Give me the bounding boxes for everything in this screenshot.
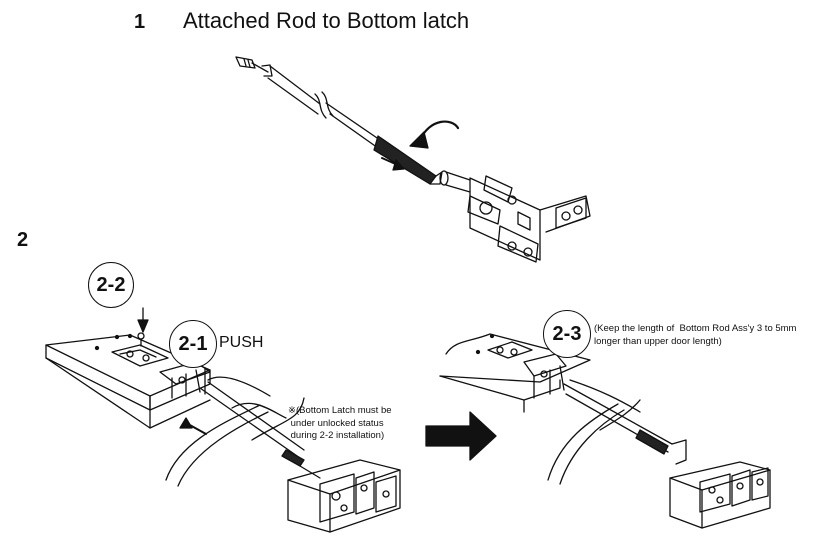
label-2-1: 2-1 xyxy=(169,320,217,368)
label-2-3: 2-3 xyxy=(543,310,591,358)
label-2-2-text: 2-2 xyxy=(96,273,126,296)
step2-right-drawing xyxy=(439,333,771,529)
step1-number: 1 xyxy=(134,11,146,33)
step2-left-drawing xyxy=(45,307,401,533)
latch-note: ※(Bottom Latch must be under unlocked st… xyxy=(288,405,392,441)
label-2-1-text: 2-1 xyxy=(178,332,208,355)
label-2-2: 2-2 xyxy=(88,262,134,308)
step2-number: 2 xyxy=(17,229,29,251)
push-label: PUSH xyxy=(219,334,264,351)
step1-title: Attached Rod to Bottom latch xyxy=(183,8,470,33)
label-2-3-text: 2-3 xyxy=(552,322,582,345)
step1-rod-drawing xyxy=(235,56,591,263)
length-note: (Keep the length of Bottom Rod Ass'y 3 t… xyxy=(594,323,797,347)
big-arrow xyxy=(425,411,497,461)
